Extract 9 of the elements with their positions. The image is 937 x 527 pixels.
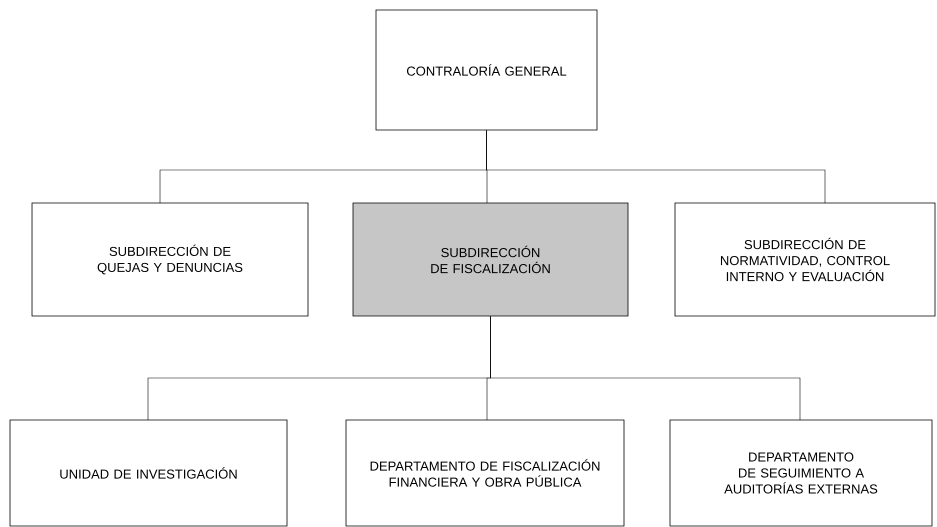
org-box: DEPARTAMENTO DE SEGUIMIENTO A AUDITORÍAS EXTERNAS bbox=[670, 420, 932, 526]
connector-line bbox=[486, 130, 826, 204]
org-box: SUBDIRECCIÓN DE FISCALIZACIÓN bbox=[352, 202, 628, 316]
connector-line bbox=[490, 316, 800, 420]
org-box: CONTRALORÍA GENERAL bbox=[376, 10, 598, 130]
org-box: SUBDIRECCIÓN DE NORMATIVIDAD, CONTROL INTERNO Y EVALUACIÓN bbox=[674, 202, 936, 316]
org-box: UNIDAD DE INVESTIGACIÓN bbox=[10, 420, 288, 526]
org-box: SUBDIRECCIÓN DE QUEJAS Y DENUNCIAS bbox=[32, 202, 308, 316]
org-box: DEPARTAMENTO DE FISCALIZACIÓN FINANCIERA Y OBRA PÚBLICA bbox=[346, 420, 624, 526]
